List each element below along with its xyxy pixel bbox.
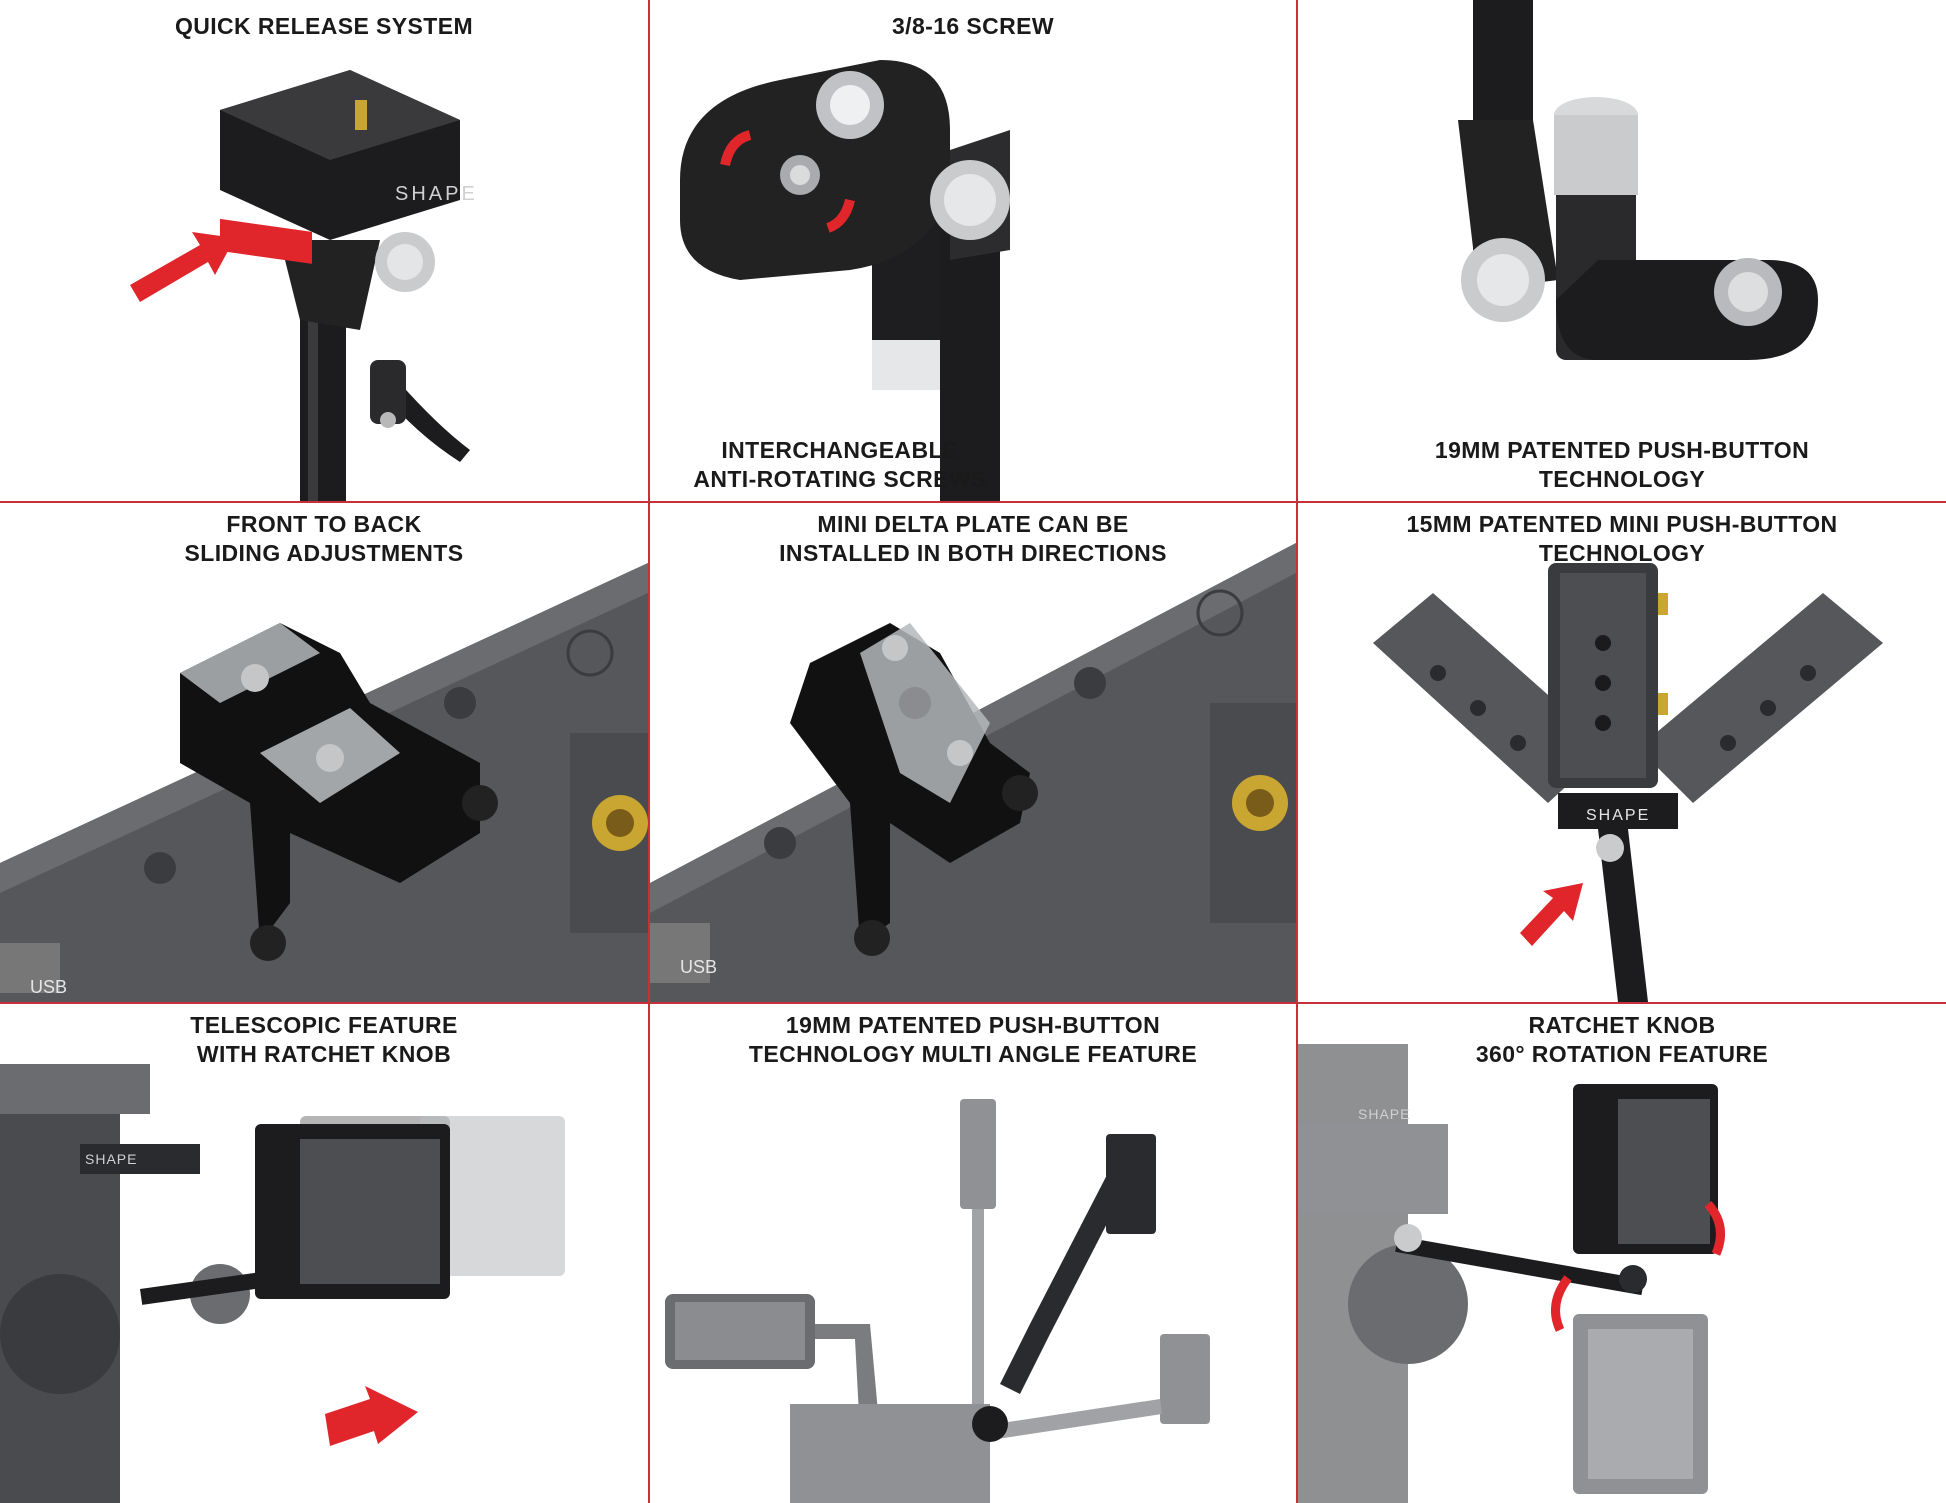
caption-telescopic-feature: TELESCOPIC FEATURE WITH RATCHET KNOB xyxy=(190,1012,458,1067)
grid-divider-vertical xyxy=(1296,0,1298,1503)
usb-label: USB xyxy=(680,957,717,977)
shape-logo: SHAPE xyxy=(1586,807,1650,824)
mini-push-button-illustration: SHAPE xyxy=(1373,563,1883,1002)
arrow-icon xyxy=(325,1386,418,1446)
grid-divider-vertical xyxy=(648,0,650,1503)
rotate-arrow-icon xyxy=(1704,1200,1725,1256)
caption-screw: 3/8-16 SCREW xyxy=(891,13,1054,39)
shape-logo: SHAPE xyxy=(395,183,478,205)
arrow-icon xyxy=(1520,883,1583,946)
quick-release-illustration: SHAPE xyxy=(130,70,478,501)
rotate-arrow-icon xyxy=(826,198,855,233)
panel-mini-delta-plate: USB MINI DELTA PLATE CAN BE INSTALLED IN… xyxy=(650,503,1296,1002)
telescopic-illustration: SHAPE xyxy=(0,1064,565,1503)
panel-sliding-adjustments: USB FRONT TO BACK SLIDING ADJUSTMENTS xyxy=(0,503,648,1002)
rotate-arrow-icon xyxy=(1551,1275,1572,1332)
caption-ratchet-knob-rotation: RATCHET KNOB 360° ROTATION FEATURE xyxy=(1475,1012,1769,1067)
panel-multi-angle-feature: 19MM PATENTED PUSH-BUTTON TECHNOLOGY MUL… xyxy=(650,1004,1296,1503)
caption-anti-rotating: INTERCHANGEABLE ANTI-ROTATING SCREWS xyxy=(693,437,987,492)
caption-mini-push-button-15mm: 15MM PATENTED MINI PUSH-BUTTON TECHNOLOG… xyxy=(1406,511,1838,566)
panel-quick-release: SHAPE QUICK RELEASE SYSTEM xyxy=(0,0,648,501)
panel-telescopic-feature: SHAPE TELESCOPIC FEATURE WITH RATCHET KN… xyxy=(0,1004,648,1503)
ratchet-rotation-illustration: SHAPE xyxy=(1298,1044,1725,1503)
caption-mini-delta-plate: MINI DELTA PLATE CAN BE INSTALLED IN BOT… xyxy=(779,511,1167,566)
grid-divider-horizontal xyxy=(0,1002,1946,1004)
grid-divider-horizontal xyxy=(0,501,1946,503)
panel-ratchet-knob-rotation: SHAPE RATCHET KNOB 360° ROTATION FEATURE xyxy=(1298,1004,1946,1503)
delta-plate-illustration: USB xyxy=(650,543,1296,1002)
screw-illustration xyxy=(680,60,1010,501)
panel-mini-push-button-15mm: SHAPE 15MM PATENTED MINI PUSH-BUTTON TEC… xyxy=(1298,503,1946,1002)
caption-push-button-19mm: 19MM PATENTED PUSH-BUTTON TECHNOLOGY xyxy=(1434,437,1810,492)
caption-sliding-adjustments: FRONT TO BACK SLIDING ADJUSTMENTS xyxy=(184,511,464,566)
panel-screw: 3/8-16 SCREW INTERCHANGEABLE ANTI-ROTATI… xyxy=(650,0,1296,501)
sliding-plate-illustration: USB xyxy=(0,563,648,1002)
usb-label: USB xyxy=(30,977,67,997)
caption-multi-angle-feature: 19MM PATENTED PUSH-BUTTON TECHNOLOGY MUL… xyxy=(748,1012,1198,1067)
rotate-arrow-icon xyxy=(720,130,752,167)
shape-logo: SHAPE xyxy=(85,1151,137,1167)
panel-push-button-19mm: 19MM PATENTED PUSH-BUTTON TECHNOLOGY xyxy=(1298,0,1946,501)
arrow-icon xyxy=(130,232,235,302)
push-button-illustration xyxy=(1458,0,1818,360)
multi-angle-illustration xyxy=(665,1099,1210,1503)
shape-logo: SHAPE xyxy=(1358,1106,1410,1122)
caption-quick-release: QUICK RELEASE SYSTEM xyxy=(174,13,474,39)
